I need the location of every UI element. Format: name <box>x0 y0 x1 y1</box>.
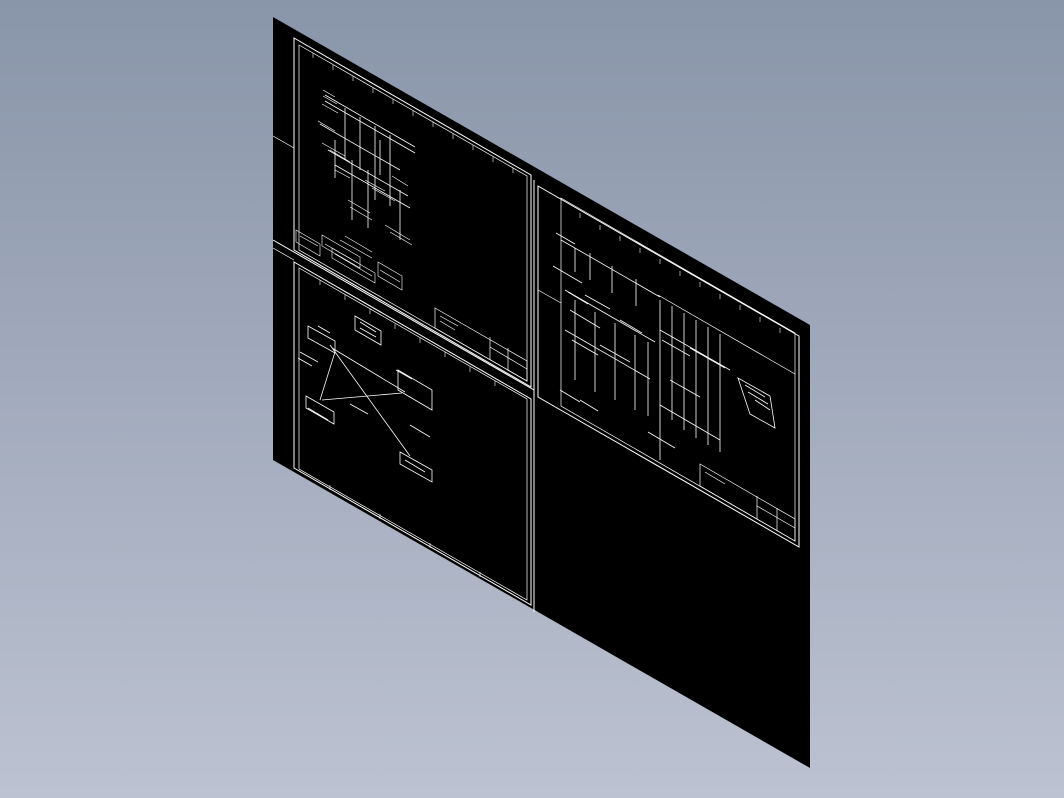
title-block <box>434 307 528 382</box>
busbar-schematic <box>319 94 416 240</box>
control-schematic <box>552 232 796 460</box>
sheet-dividers <box>272 180 535 612</box>
title-block <box>699 463 796 542</box>
schematic-labels <box>317 89 413 246</box>
sheet-border-ticks <box>312 53 514 173</box>
block-diagram <box>297 315 433 483</box>
sheet-bottom-left[interactable] <box>272 247 532 606</box>
sheet-top-left[interactable] <box>272 37 532 388</box>
sheet-border-ticks <box>319 280 496 577</box>
drawing-board[interactable] <box>273 17 810 768</box>
sheet-border-ticks <box>579 213 781 333</box>
notes-table <box>295 229 403 291</box>
sheet-top-right[interactable] <box>537 185 800 548</box>
